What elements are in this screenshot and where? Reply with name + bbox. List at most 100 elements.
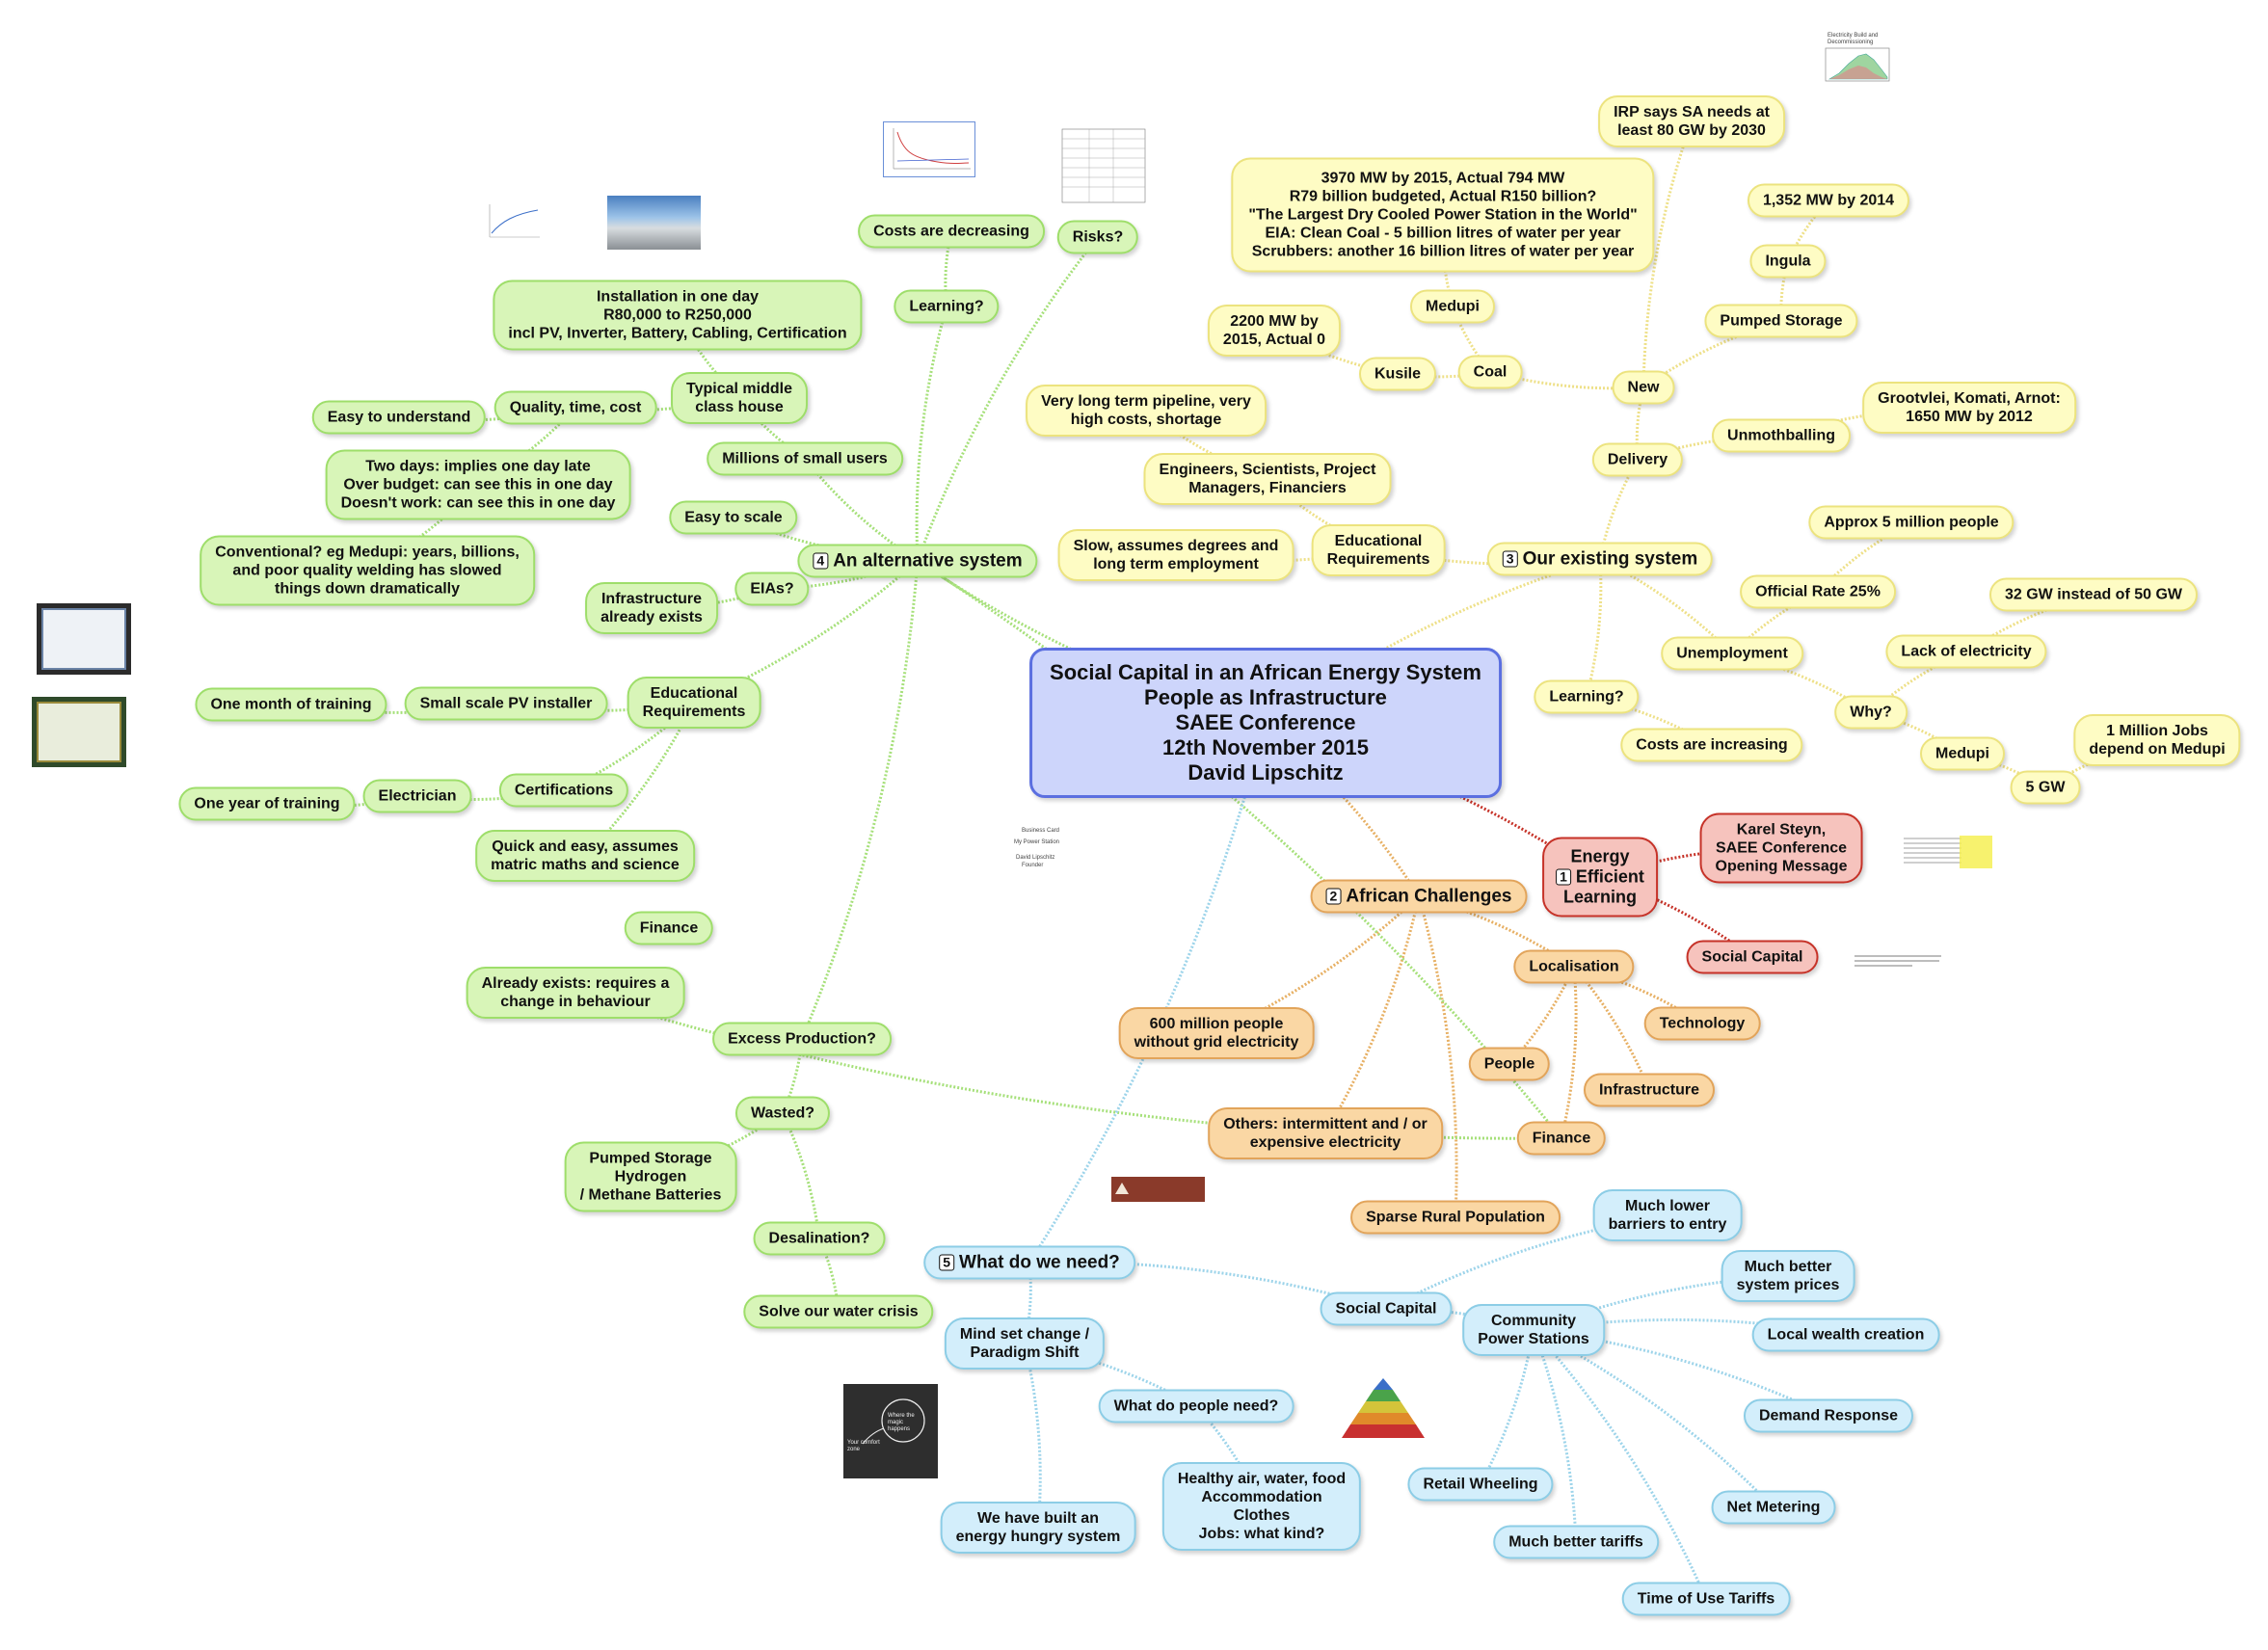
node-installation[interactable]: Installation in one day R80,000 to R250,… (493, 279, 863, 351)
node-lower-barriers[interactable]: Much lower barriers to entry (1592, 1189, 1743, 1241)
blackboard-thumbnail[interactable]: Your comfort zone Where the magic happen… (843, 1384, 938, 1478)
node-coal[interactable]: Coal (1457, 355, 1523, 389)
node-localisation[interactable]: Localisation (1513, 949, 1635, 984)
node-kusile[interactable]: Kusile (1358, 357, 1437, 391)
node-finance-alternative[interactable]: Finance (624, 911, 714, 945)
node-better-tariffs[interactable]: Much better tariffs (1493, 1525, 1659, 1559)
node-mindset-change[interactable]: Mind set change / Paradigm Shift (944, 1317, 1106, 1370)
node-others-intermittent[interactable]: Others: intermittent and / or expensive … (1208, 1107, 1443, 1159)
node-medupi-top[interactable]: Medupi (1410, 289, 1495, 324)
business-card-thumbnail[interactable]: Business Card My Power Station David Lip… (997, 826, 1064, 888)
node-social-capital-need[interactable]: Social Capital (1320, 1291, 1453, 1326)
pyramid-thumbnail-maslow[interactable] (1338, 1376, 1429, 1444)
node-energy-hungry[interactable]: We have built an energy hungry system (940, 1502, 1136, 1554)
node-finance-african[interactable]: Finance (1516, 1121, 1607, 1156)
node-two-days[interactable]: Two days: implies one day late Over budg… (325, 449, 631, 520)
node-certifications[interactable]: Certifications (498, 773, 629, 808)
graph-thumbnail-costs[interactable] (883, 121, 975, 177)
typical-line-2: class house (695, 399, 784, 415)
node-one-month-training[interactable]: One month of training (195, 687, 387, 722)
node-infrastructure-exists[interactable]: Infrastructure already exists (585, 582, 718, 634)
node-official-rate[interactable]: Official Rate 25% (1740, 574, 1896, 609)
node-unmothballing[interactable]: Unmothballing (1712, 418, 1851, 453)
node-kusile-detail[interactable]: 2200 MW by 2015, Actual 0 (1207, 305, 1342, 357)
certificate-thumbnail-2[interactable] (32, 697, 126, 767)
node-pipeline[interactable]: Very long term pipeline, very high costs… (1026, 385, 1267, 437)
node-risks[interactable]: Risks? (1056, 220, 1139, 254)
node-sparse-rural[interactable]: Sparse Rural Population (1350, 1200, 1561, 1235)
node-medupi-detail[interactable]: 3970 MW by 2015, Actual 794 MW R79 billi… (1231, 157, 1655, 273)
node-small-scale-pv[interactable]: Small scale PV installer (404, 686, 608, 721)
node-ingula[interactable]: Ingula (1749, 244, 1827, 279)
node-time-of-use[interactable]: Time of Use Tariffs (1621, 1582, 1791, 1616)
node-pumped-storage-existing[interactable]: Pumped Storage (1704, 304, 1858, 338)
karel-line-1: Karel Steyn, (1736, 821, 1827, 838)
node-irp[interactable]: IRP says SA needs at least 80 GW by 2030 (1598, 95, 1785, 147)
photo-thumbnail-rooftop-pv[interactable] (607, 196, 701, 250)
node-easy-to-understand[interactable]: Easy to understand (311, 400, 487, 435)
node-slow[interactable]: Slow, assumes degrees and long term empl… (1057, 529, 1294, 581)
node-quick-and-easy[interactable]: Quick and easy, assumes matric maths and… (475, 830, 695, 882)
node-1-million-jobs[interactable]: 1 Million Jobs depend on Medupi (2073, 714, 2241, 766)
node-technology[interactable]: Technology (1643, 1006, 1761, 1041)
node-educational-requirements-existing[interactable]: Educational Requirements (1311, 524, 1446, 576)
node-5-gw[interactable]: 5 GW (2010, 770, 2081, 805)
node-excess-production[interactable]: Excess Production? (712, 1022, 892, 1056)
node-approx-5-million[interactable]: Approx 5 million people (1808, 505, 2015, 540)
node-demand-response[interactable]: Demand Response (1743, 1398, 1914, 1433)
node-water-crisis[interactable]: Solve our water crisis (743, 1294, 934, 1329)
node-ingula-mw[interactable]: 1,352 MW by 2014 (1747, 183, 1910, 218)
node-learning-alternative[interactable]: Learning? (894, 289, 1000, 324)
node-net-metering[interactable]: Net Metering (1711, 1490, 1836, 1525)
node-conventional[interactable]: Conventional? eg Medupi: years, billions… (200, 535, 535, 606)
node-already-exists[interactable]: Already exists: requires a change in beh… (466, 967, 685, 1019)
node-grootvlei[interactable]: Grootvlei, Komati, Arnot: 1650 MW by 201… (1862, 382, 2076, 434)
node-local-wealth[interactable]: Local wealth creation (1751, 1317, 1940, 1352)
node-eias[interactable]: EIAs? (734, 572, 810, 606)
node-costs-decreasing[interactable]: Costs are decreasing (858, 214, 1045, 249)
node-lack-of-electricity[interactable]: Lack of electricity (1885, 634, 2047, 669)
node-learning-existing[interactable]: Learning? (1534, 679, 1640, 714)
node-what-people-need[interactable]: What do people need? (1098, 1389, 1294, 1424)
node-easy-to-scale[interactable]: Easy to scale (669, 500, 798, 535)
text-snippet-thumbnail[interactable] (1902, 834, 1994, 872)
node-electrician[interactable]: Electrician (362, 779, 472, 813)
table-thumbnail-risks[interactable] (1060, 127, 1147, 204)
node-wasted[interactable]: Wasted? (734, 1096, 831, 1131)
node-people[interactable]: People (1468, 1047, 1551, 1081)
node-quality-time-cost[interactable]: Quality, time, cost (494, 390, 657, 425)
logo-thumbnail-banner[interactable] (1111, 1177, 1205, 1202)
node-social-capital-learning[interactable]: Social Capital (1686, 940, 1819, 974)
node-millions-of-users[interactable]: Millions of small users (707, 441, 903, 476)
central-topic[interactable]: Social Capital in an African Energy Syst… (1029, 648, 1502, 798)
node-community-power-stations[interactable]: Community Power Stations (1462, 1304, 1605, 1356)
node-retail-wheeling[interactable]: Retail Wheeling (1407, 1467, 1554, 1502)
node-why[interactable]: Why? (1834, 695, 1908, 730)
chart-thumbnail-build[interactable]: Electricity Build and Decommissioning (1820, 31, 1895, 91)
node-better-system-prices[interactable]: Much better system prices (1721, 1250, 1855, 1302)
node-pumped-storage-alternative[interactable]: Pumped Storage Hydrogen / Methane Batter… (564, 1141, 737, 1212)
graph-thumbnail-small[interactable] (486, 199, 542, 241)
node-unemployment[interactable]: Unemployment (1661, 636, 1803, 671)
node-healthy-air[interactable]: Healthy air, water, food Accommodation C… (1161, 1462, 1362, 1551)
node-32-gw[interactable]: 32 GW instead of 50 GW (1988, 577, 2199, 612)
node-new[interactable]: New (1612, 370, 1675, 405)
node-delivery[interactable]: Delivery (1591, 442, 1684, 477)
node-one-year-training[interactable]: One year of training (178, 786, 356, 821)
node-costs-increasing[interactable]: Costs are increasing (1620, 728, 1803, 762)
node-medupi-low[interactable]: Medupi (1920, 736, 2005, 771)
certificate-thumbnail-1[interactable] (37, 603, 131, 675)
node-educational-requirements-alternative[interactable]: Educational Requirements (627, 677, 761, 729)
text-snippet-thumbnail-2[interactable] (1853, 952, 1943, 971)
node-desalination[interactable]: Desalination? (753, 1221, 886, 1256)
node-engineers[interactable]: Engineers, Scientists, Project Managers,… (1143, 453, 1392, 505)
node-600-million[interactable]: 600 million people without grid electric… (1118, 1007, 1315, 1059)
node-typical-middle-class[interactable]: Typical middle class house (671, 372, 808, 424)
node-infrastructure[interactable]: Infrastructure (1583, 1073, 1716, 1107)
node-karel-steyn[interactable]: Karel Steyn, SAEE Conference Opening Mes… (1699, 812, 1863, 884)
